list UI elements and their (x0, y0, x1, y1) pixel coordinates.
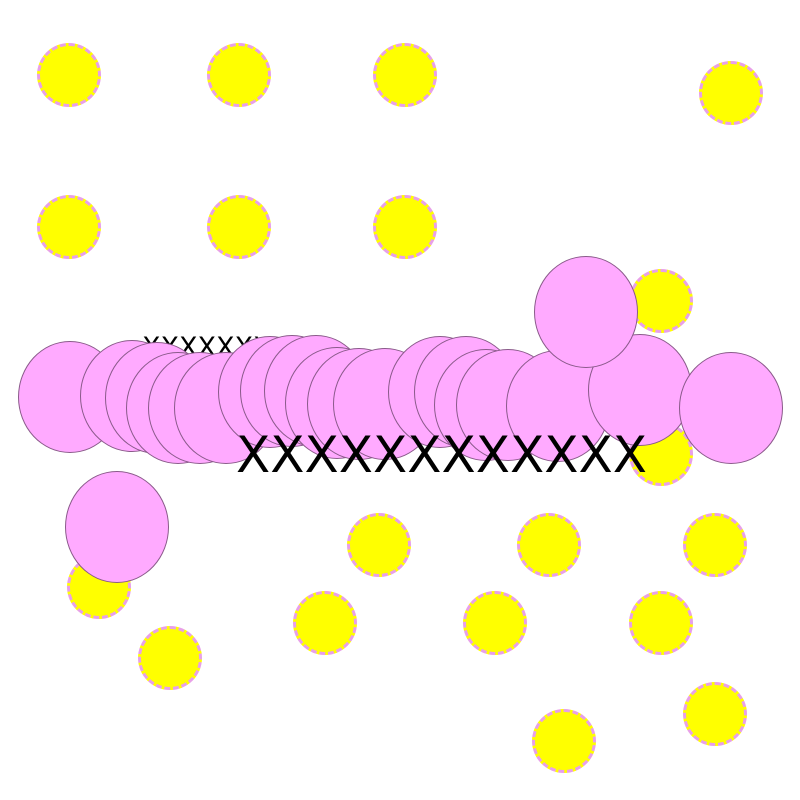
yellow-dot (463, 591, 527, 655)
pink-blob (534, 256, 638, 368)
yellow-dot (37, 195, 101, 259)
pink-blob (65, 471, 169, 583)
yellow-dot (347, 513, 411, 577)
yellow-dot (629, 591, 693, 655)
pink-blob (679, 352, 783, 464)
yellow-dot (207, 43, 271, 107)
large-x-label: XXXXXXXXXXXX (236, 426, 648, 484)
yellow-dot (629, 269, 693, 333)
yellow-dot (138, 626, 202, 690)
yellow-dot (683, 682, 747, 746)
yellow-dot (293, 591, 357, 655)
yellow-dot (37, 43, 101, 107)
yellow-dot (683, 513, 747, 577)
yellow-dot (207, 195, 271, 259)
yellow-dot (373, 195, 437, 259)
yellow-dot (532, 709, 596, 773)
yellow-dot (517, 513, 581, 577)
yellow-dot (373, 43, 437, 107)
yellow-dot (699, 61, 763, 125)
